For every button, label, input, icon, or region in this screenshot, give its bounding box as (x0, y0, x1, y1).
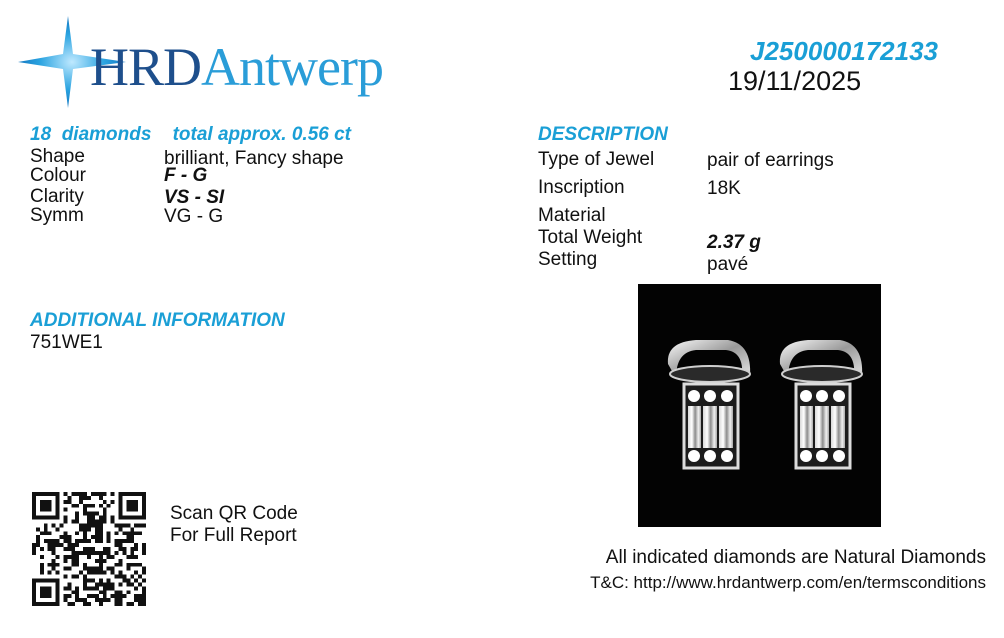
additional-info-heading: ADDITIONAL INFORMATION (30, 310, 285, 331)
jewel-photo (638, 284, 881, 527)
clarity-value: VS - SI (164, 187, 225, 208)
four-point-star-icon (18, 16, 126, 108)
shape-value: brilliant, Fancy shape (164, 148, 344, 169)
total-weight-value: 2.37 g (707, 232, 761, 253)
qr-code-icon[interactable] (32, 492, 146, 606)
description-heading: DESCRIPTION (538, 124, 668, 145)
report-date: 19/11/2025 (728, 66, 862, 96)
setting-value: pavé (707, 254, 749, 275)
material-label: Material (538, 205, 606, 226)
diamond-count-label: diamonds (61, 124, 152, 145)
earrings-image (667, 340, 863, 470)
shape-label: Shape (30, 146, 85, 167)
qr-caption-line1: Scan QR Code (170, 503, 298, 524)
colour-value: F - G (164, 165, 208, 186)
symm-value: VG - G (164, 206, 224, 227)
diamonds-summary: 18 diamonds total approx. 0.56 ct (30, 124, 351, 146)
type-of-jewel-label: Type of Jewel (538, 149, 655, 170)
inscription-value: 18K (707, 178, 741, 199)
brand-logo: HRDAntwerp (18, 14, 388, 110)
brand-name-hrd: HRD (90, 37, 202, 97)
additional-info-value: 751WE1 (30, 332, 103, 353)
brand-name-antwerp: Antwerp (201, 37, 384, 97)
clarity-label: Clarity (30, 186, 84, 207)
type-of-jewel-value: pair of earrings (707, 150, 834, 171)
qr-caption-line2: For Full Report (170, 525, 297, 546)
inscription-label: Inscription (538, 177, 625, 198)
report-number: J250000172133 (750, 36, 938, 66)
diamond-count: 18 (30, 124, 52, 145)
brand-name: HRDAntwerp (90, 36, 384, 98)
natural-diamonds-note: All indicated diamonds are Natural Diamo… (605, 547, 986, 568)
terms-link[interactable]: T&C: http://www.hrdantwerp.com/en/termsc… (590, 573, 986, 592)
diamond-total-weight: total approx. 0.56 ct (172, 124, 352, 145)
setting-label: Setting (538, 249, 598, 270)
colour-label: Colour (30, 165, 86, 186)
symm-label: Symm (30, 205, 84, 226)
total-weight-label: Total Weight (538, 227, 643, 248)
